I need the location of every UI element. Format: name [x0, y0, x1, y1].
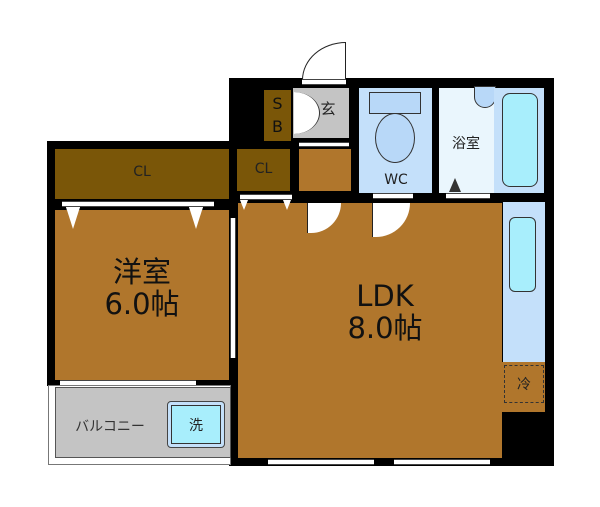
entry-threshold	[302, 79, 346, 85]
toilet-bowl-icon	[375, 113, 415, 163]
closet-small-door-left	[240, 200, 248, 210]
fridge-space	[503, 362, 545, 412]
entrance-step	[299, 142, 349, 147]
toilet-door[interactable]	[373, 193, 413, 199]
western-room	[55, 210, 229, 380]
fridge-label: 冷	[517, 377, 531, 393]
entrance-label: 玄	[320, 100, 336, 118]
entry-door[interactable]	[302, 42, 346, 80]
closet-large-label: CL	[133, 164, 151, 180]
shoe-box	[264, 90, 291, 141]
bathroom-label: 浴室	[452, 136, 480, 152]
shoe-box-label-s: S	[272, 94, 283, 113]
washbasin-icon	[474, 86, 496, 108]
closet-large-doors[interactable]	[62, 201, 214, 207]
washer-space: 洗	[167, 401, 225, 448]
hallway	[299, 149, 351, 191]
western-room-label: 洋室 6.0帖	[60, 256, 224, 321]
toilet-tank-icon	[369, 92, 421, 114]
ldk-room-extension	[500, 362, 504, 412]
balcony-label: バルコニー	[75, 419, 145, 435]
closet-small-label: CL	[254, 161, 273, 177]
closet-large	[55, 149, 229, 199]
ldk-room	[238, 203, 502, 458]
toilet-label: WC	[384, 172, 408, 188]
sink-icon	[509, 217, 536, 292]
closet-small-door-right	[283, 200, 291, 210]
sliding-door-western-ldk[interactable]	[230, 218, 236, 358]
closet-door-right	[189, 207, 203, 229]
washer-label: 洗	[189, 417, 203, 434]
shoe-box-label: S B	[264, 92, 291, 138]
western-room-name: 洋室	[112, 255, 171, 289]
bathroom-door[interactable]	[446, 193, 490, 199]
western-room-size: 6.0帖	[104, 287, 180, 322]
bathroom-door-marker	[449, 178, 461, 192]
ldk-label: LDK 8.0帖	[290, 280, 480, 345]
closet-small-doors[interactable]	[240, 194, 292, 200]
ldk-size: 8.0帖	[347, 311, 423, 346]
ldk-window-right[interactable]	[394, 459, 490, 465]
ldk-window-left[interactable]	[268, 459, 374, 465]
washer-icon: 洗	[171, 405, 221, 444]
closet-door-left	[66, 207, 80, 229]
bathtub-icon	[502, 93, 538, 187]
fridge-marker	[504, 365, 544, 403]
closet-small	[237, 149, 290, 191]
ldk-name: LDK	[356, 279, 414, 313]
shoe-box-label-b: B	[272, 117, 283, 136]
